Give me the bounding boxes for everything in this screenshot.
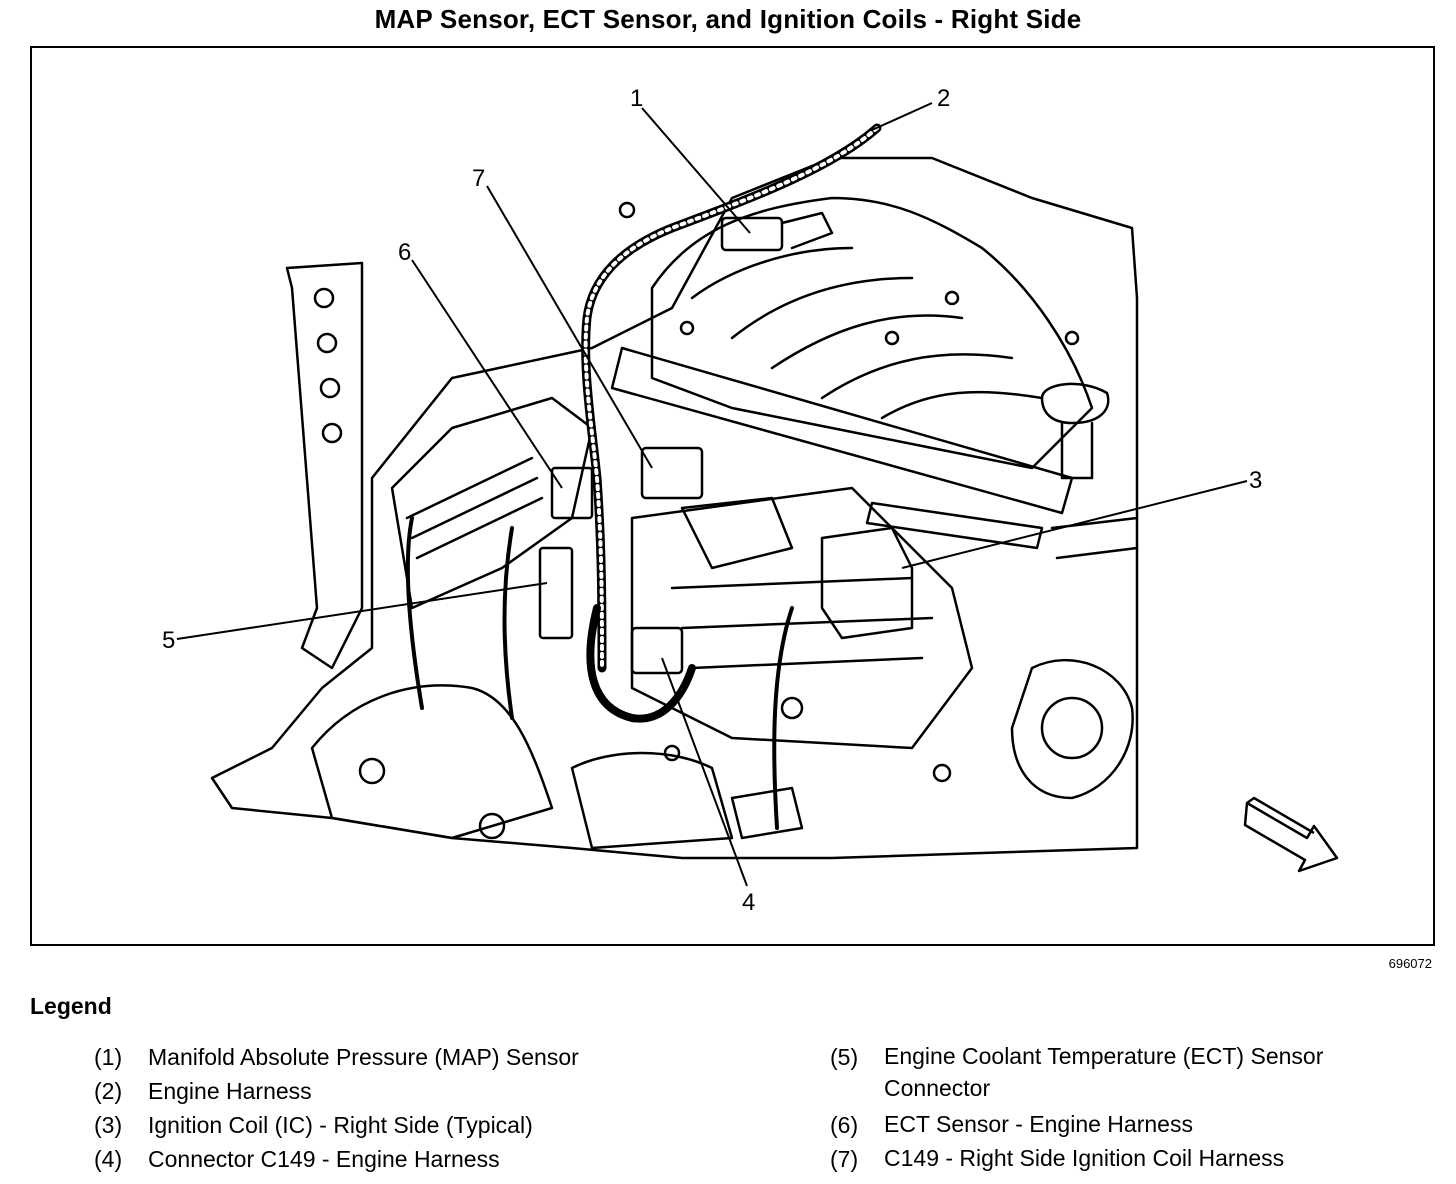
legend-item: (4) Connector C149 - Engine Harness [94,1142,734,1176]
fuel-rail [610,346,1074,515]
intake-manifold [650,196,1094,470]
map-sensor [720,216,784,252]
legend-item: (3) Ignition Coil (IC) - Right Side (Typ… [94,1108,734,1142]
legend-item: (1) Manifold Absolute Pressure (MAP) Sen… [94,1040,734,1074]
legend-text: Ignition Coil (IC) - Right Side (Typical… [148,1112,533,1138]
coil-harness-connector [640,446,704,500]
diagram-frame: 1 2 3 4 5 6 7 [30,46,1435,946]
diagram-title: MAP Sensor, ECT Sensor, and Ignition Coi… [374,4,1082,34]
legend-text: Engine Harness [148,1078,312,1104]
direction-arrow-icon [1243,796,1339,873]
engine-illustration: 1 2 3 4 5 6 7 [162,85,1339,916]
legend-item: (7) C149 - Right Side Ignition Coil Harn… [830,1142,1430,1176]
legend-text: C149 - Right Side Ignition Coil Harness [884,1145,1285,1171]
right-valve-cover [630,486,974,750]
legend-item: (6) ECT Sensor - Engine Harness [830,1108,1430,1142]
figure-id: 696072 [1388,956,1432,971]
legend-item: (2) Engine Harness [94,1074,734,1108]
legend-left-column: (1) Manifold Absolute Pressure (MAP) Sen… [94,1040,734,1176]
legend-number: (7) [830,1146,859,1172]
ect-connector [538,546,574,640]
engine-harness [581,123,882,673]
filler-cap [1040,382,1110,425]
bracket-plate [285,261,364,670]
left-valve-cover [390,396,594,610]
legend-text: Engine Coolant Temperature (ECT) Sensor … [884,1043,1324,1101]
exhaust-manifold [310,684,554,840]
legend-text: ECT Sensor - Engine Harness [884,1111,1193,1137]
callout-2: 2 [937,85,950,112]
callout-4: 4 [742,889,755,916]
legend-heading: Legend [30,993,112,1019]
legend-text: Manifold Absolute Pressure (MAP) Sensor [148,1044,579,1070]
engine-block [210,156,1139,860]
callout-5: 5 [162,627,175,654]
legend-number: (4) [94,1146,123,1172]
legend-right-column: (5) Engine Coolant Temperature (ECT) Sen… [830,1040,1430,1176]
legend-number: (1) [94,1044,123,1070]
callout-1: 1 [630,85,643,112]
legend-number: (3) [94,1112,123,1138]
legend-number: (2) [94,1078,123,1104]
ignition-coil [820,526,914,640]
legend-text: Connector C149 - Engine Harness [148,1146,500,1172]
callout-3: 3 [1249,467,1262,494]
callout-6: 6 [398,239,411,266]
legend-number: (6) [830,1112,859,1138]
legend-item: (5) Engine Coolant Temperature (ECT) Sen… [830,1040,1430,1104]
c149-connector [630,626,684,675]
legend-number: (5) [830,1044,859,1070]
callout-7: 7 [472,165,485,192]
